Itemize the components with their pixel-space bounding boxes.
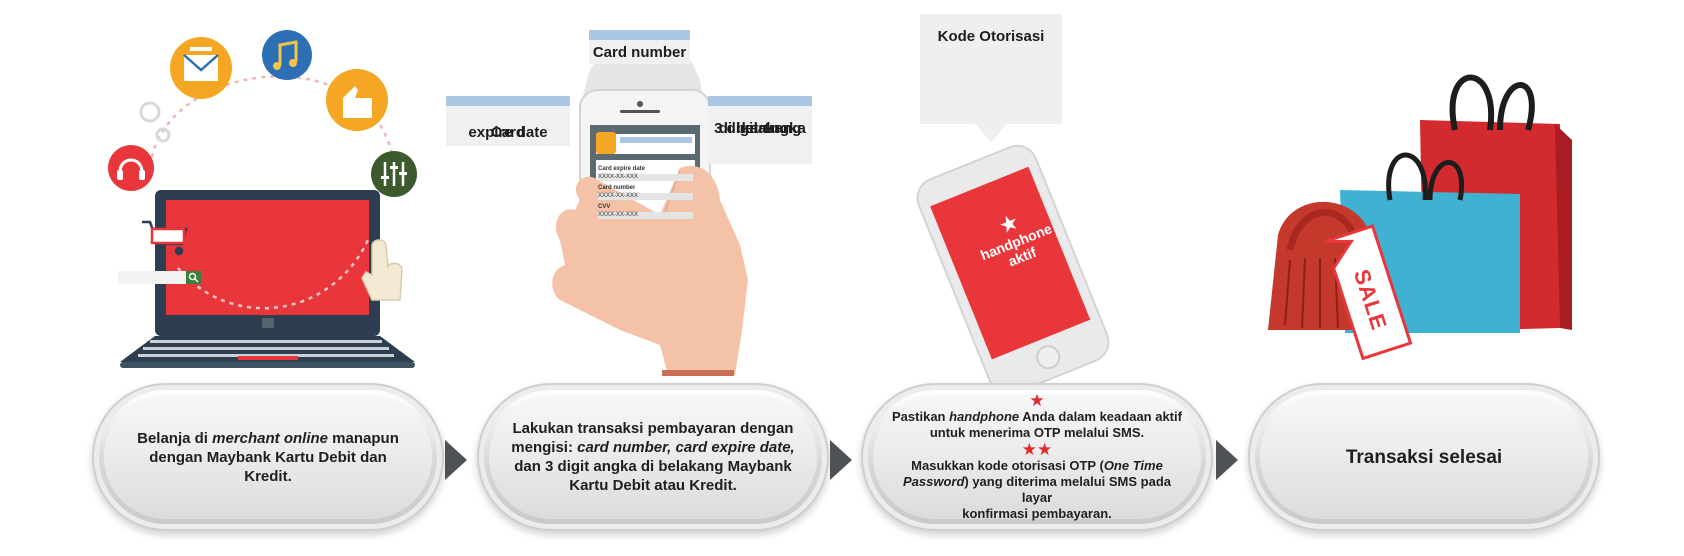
step1-text-a: Belanja di xyxy=(137,429,213,447)
form-number-value: XXXX-XX-XXX xyxy=(598,193,693,200)
step-3-pill: ★ Pastikan handphone Anda dalam keadaan … xyxy=(868,390,1206,524)
form-expire-label: Card expire date xyxy=(598,166,646,172)
step3-a-end: Anda dalam keadaan aktif xyxy=(1019,409,1182,424)
equalizer-icon xyxy=(371,151,417,197)
callout-bar xyxy=(589,30,690,40)
form-cvv-label: CVV xyxy=(598,204,611,210)
search-bar xyxy=(118,271,201,284)
sale-tag-text: SALE xyxy=(1348,266,1393,334)
thumbs-up-icon xyxy=(326,69,388,131)
step-4-pill: Transaksi selesai xyxy=(1255,390,1593,524)
step2-text-line2: mengisi: xyxy=(511,439,578,456)
form-number-label: Card number xyxy=(598,185,636,191)
step3-b-italic: One Time xyxy=(1103,458,1163,473)
step-arrow xyxy=(1216,440,1238,480)
gear-icon xyxy=(139,101,171,143)
callout-bar xyxy=(708,96,812,106)
step3-b-italic2: Password xyxy=(902,474,965,489)
callout-3-digit: 3 digit angka di belakang kartu xyxy=(708,96,812,164)
step2-text-line4: Kartu Debit atau Kredit. xyxy=(569,477,737,494)
form-expire-value: XXXX-XX-XXX xyxy=(598,174,693,181)
step3-b-text: Masukkan kode otorisasi OTP ( xyxy=(911,458,1104,473)
music-icon xyxy=(262,30,312,80)
callout-card-expire-date: Card expire date xyxy=(446,96,570,146)
double-star-icon: ★★ xyxy=(1021,440,1053,459)
callout-bar xyxy=(446,96,570,106)
step1-text-b: manapun xyxy=(328,429,399,447)
step3-b-line3: konfirmasi pembayaran. xyxy=(962,506,1112,521)
step1-text-line2: dengan Maybank Kartu Debit dan Kredit. xyxy=(149,448,387,485)
hand-pointer-icon xyxy=(361,239,403,301)
star-icon: ★ xyxy=(1029,391,1045,410)
step-1-pill: Belanja di merchant online manapun denga… xyxy=(99,390,437,524)
step-arrow xyxy=(445,440,467,480)
speech-pointer xyxy=(975,124,1007,142)
shopping-cart-icon xyxy=(142,220,188,256)
expire-label-line1: Card xyxy=(490,124,526,141)
step3-a-text: Pastikan xyxy=(892,409,950,424)
step3-a-line2: untuk menerima OTP melalui SMS. xyxy=(929,425,1145,440)
digit-label-line3: kartu xyxy=(741,120,779,137)
digit-label-line2: di belakang xyxy=(718,120,802,137)
step3-a-italic: handphone xyxy=(949,409,1020,424)
digit-label-line1: 3 digit angka xyxy=(714,120,806,137)
step2-text-italic: card number, card expire date, xyxy=(577,439,795,456)
otp-title: Kode Otorisasi xyxy=(937,28,1045,45)
form-cvv-value: XXXX-XX-XXX xyxy=(598,212,693,219)
step-arrow xyxy=(830,440,852,480)
laptop xyxy=(120,190,415,368)
step2-text-line3: dan 3 digit angka di belakang Maybank xyxy=(514,458,792,475)
step2-text-line1: Lakukan transaksi pembayaran dengan xyxy=(512,420,794,437)
phone-form: Card expire date XXXX-XX-XXX Card number… xyxy=(598,166,693,223)
step-2-pill: Lakukan transaksi pembayaran dengan meng… xyxy=(484,390,822,524)
shopping-bags xyxy=(1268,74,1572,361)
callout-card-number: Card number xyxy=(589,30,690,64)
step1-text-italic: merchant online xyxy=(212,429,329,447)
expire-label-line2: expire date xyxy=(468,124,548,141)
step4-text: Transaksi selesai xyxy=(1345,446,1503,468)
otp-callout: Kode Otorisasi xyxy=(920,14,1062,124)
otp-phone xyxy=(916,144,1110,396)
card-number-label: Card number xyxy=(592,44,687,61)
headphones-icon xyxy=(108,145,154,191)
step3-b-line2: ) yang diterima melalui SMS pada layar xyxy=(964,474,1172,505)
email-icon xyxy=(170,37,232,99)
